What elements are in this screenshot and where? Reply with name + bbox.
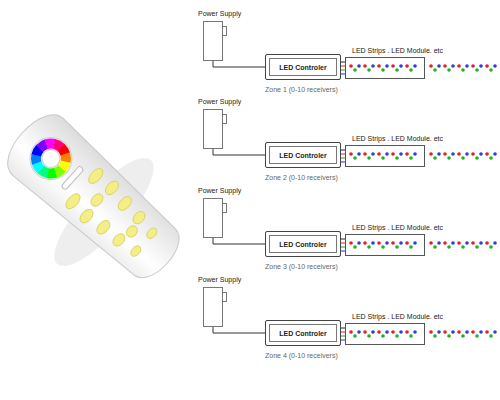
power-supply-label: Power Supply xyxy=(198,276,241,283)
led-controller: LED ControlerZone 1 (0-10 receivers) xyxy=(265,54,341,80)
color-wheel-segment xyxy=(30,137,72,179)
zone-label: Zone 3 (0-10 receivers) xyxy=(265,263,338,270)
remote-shadow xyxy=(41,145,167,278)
remote-control xyxy=(0,104,193,291)
led-controller: LED ControlerZone 3 (0-10 receivers) xyxy=(265,231,341,257)
power-wire xyxy=(213,238,265,244)
color-wheel-segment xyxy=(33,141,69,177)
yellow-button xyxy=(77,207,95,226)
power-supply-label: Power Supply xyxy=(198,10,241,17)
power-supply: Power Supply xyxy=(203,109,223,149)
controller-label: LED Controler xyxy=(266,321,340,345)
zone-label: Zone 4 (0-10 receivers) xyxy=(265,352,338,359)
strip-label: LED Strips . LED Module. etc xyxy=(352,313,443,320)
yellow-button xyxy=(145,226,159,240)
color-wheel-segment xyxy=(30,137,72,179)
wire xyxy=(213,149,265,155)
color-wheel-segment xyxy=(32,140,70,178)
remote-body xyxy=(0,104,193,291)
color-wheel-segment xyxy=(32,140,70,178)
zone-label: Zone 2 (0-10 receivers) xyxy=(265,174,338,181)
yellow-button xyxy=(63,191,82,211)
zone-label: Zone 1 (0-10 receivers) xyxy=(265,86,338,93)
yellow-button xyxy=(111,231,128,248)
led-strip: LED Strips . LED Module. etc xyxy=(345,323,425,345)
led-strip: LED Strips . LED Module. etc xyxy=(345,57,425,79)
power-supply: Power Supply xyxy=(203,198,223,238)
power-supply: Power Supply xyxy=(203,21,223,61)
wheel-center xyxy=(38,146,63,171)
led-controller: LED ControlerZone 4 (0-10 receivers) xyxy=(265,320,341,346)
wire xyxy=(213,238,265,244)
power-wire xyxy=(213,327,265,333)
led-strip: LED Strips . LED Module. etc xyxy=(345,145,425,167)
color-wheel-segment xyxy=(33,141,69,177)
slider-button xyxy=(61,166,84,191)
led-controller: LED ControlerZone 2 (0-10 receivers) xyxy=(265,142,341,168)
yellow-button xyxy=(94,218,112,237)
yellow-button xyxy=(103,179,121,198)
yellow-button xyxy=(129,244,143,258)
power-supply: Power Supply xyxy=(203,287,223,327)
yellow-button xyxy=(89,191,106,208)
power-wire xyxy=(213,149,265,155)
power-supply-label: Power Supply xyxy=(198,98,241,105)
led-strip: LED Strips . LED Module. etc xyxy=(345,234,425,256)
color-wheel-segment xyxy=(30,137,72,179)
power-supply-label: Power Supply xyxy=(198,187,241,194)
yellow-button xyxy=(116,194,134,213)
wire xyxy=(213,61,265,67)
strip-label: LED Strips . LED Module. etc xyxy=(352,135,443,142)
wire xyxy=(213,327,265,333)
yellow-button xyxy=(131,209,148,226)
power-wire xyxy=(213,61,265,67)
color-wheel-segment xyxy=(32,140,70,178)
controller-label: LED Controler xyxy=(266,232,340,256)
strip-label: LED Strips . LED Module. etc xyxy=(352,224,443,231)
color-wheel-segment xyxy=(33,141,69,177)
yellow-button xyxy=(86,166,105,186)
controller-label: LED Controler xyxy=(266,143,340,167)
yellow-button xyxy=(124,224,139,240)
color-wheel-segment xyxy=(30,137,72,179)
controller-label: LED Controler xyxy=(266,55,340,79)
wheel-rim xyxy=(21,129,80,188)
strip-label: LED Strips . LED Module. etc xyxy=(352,47,443,54)
color-wheel-segment xyxy=(33,141,69,177)
color-wheel-segment xyxy=(32,140,70,178)
